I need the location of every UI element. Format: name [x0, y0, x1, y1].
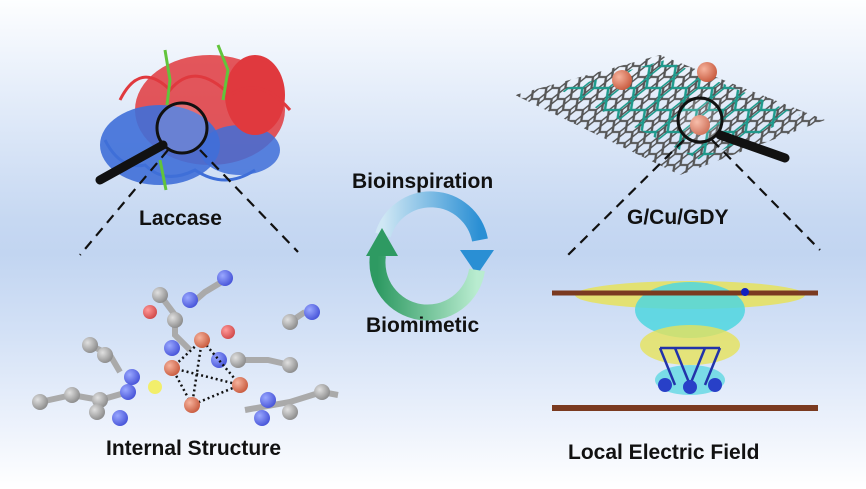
- copper-cluster: [170, 338, 243, 407]
- magnifier-icon-laccase: [95, 101, 209, 185]
- arrow-bottom-biomimetic: [369, 253, 485, 321]
- arrow-top-bioinspiration: [375, 191, 488, 242]
- arrow-head-green: [366, 228, 398, 256]
- cycle-arrows: [366, 191, 494, 321]
- local-electric-field-label: Local Electric Field: [568, 441, 760, 464]
- arrow-head-blue: [460, 250, 494, 275]
- laccase-zoom-lines: [79, 149, 299, 256]
- bioinspiration-label: Bioinspiration: [352, 170, 494, 193]
- magnifier-icon-gcugdy: [676, 96, 790, 163]
- gcugdy-zoom-lines: [567, 139, 821, 256]
- laccase-protein-illustration: [100, 44, 292, 191]
- laccase-label: Laccase: [139, 207, 222, 230]
- internal-structure-label: Internal Structure: [106, 437, 282, 460]
- gcugdy-label: G/Cu/GDY: [627, 206, 729, 229]
- internal-structure-illustration: [32, 270, 339, 426]
- local-electric-field-illustration: [552, 281, 818, 411]
- biomimetic-label: Biomimetic: [366, 314, 480, 337]
